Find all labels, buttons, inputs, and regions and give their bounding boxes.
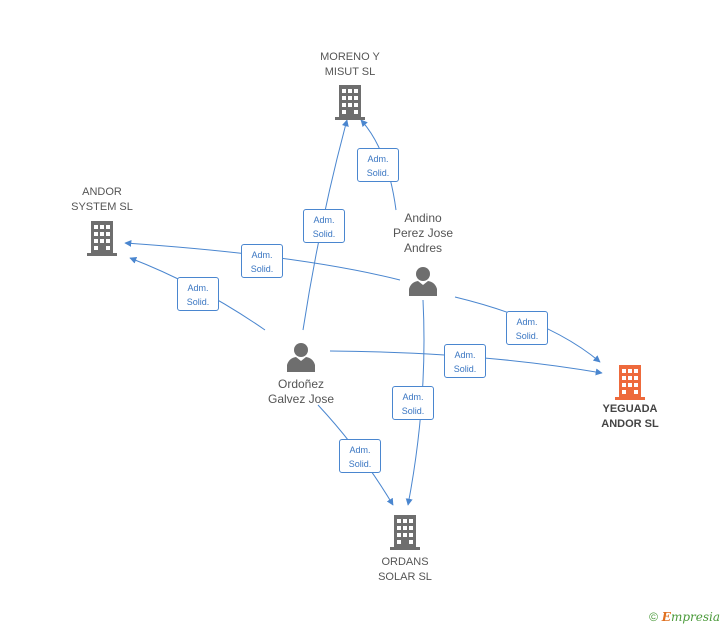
edge-label-andino-andor[interactable]: Adm. Solid.	[241, 244, 283, 278]
person-icon	[287, 343, 315, 372]
node-andino[interactable]: Andino Perez Jose Andres	[378, 211, 468, 296]
building-icon	[87, 221, 117, 256]
building-icon	[390, 515, 420, 550]
node-moreno[interactable]: MORENO Y MISUT SL	[300, 50, 400, 121]
edge-label-ordonez-moreno[interactable]: Adm. Solid.	[303, 209, 345, 243]
node-yeguada[interactable]: YEGUADA ANDOR SL	[585, 363, 675, 432]
node-label: ORDANS SOLAR SL	[378, 556, 432, 583]
node-label: MORENO Y MISUT SL	[320, 51, 380, 78]
edge-label-andino-moreno[interactable]: Adm. Solid.	[357, 148, 399, 182]
edge-label-andino-ordans[interactable]: Adm. Solid.	[392, 386, 434, 420]
building-icon	[335, 85, 365, 120]
edge-label-ordonez-yeguada[interactable]: Adm. Solid.	[444, 344, 486, 378]
person-icon	[409, 267, 437, 296]
node-label: Ordoñez Galvez Jose	[267, 377, 335, 406]
brand-name: mpresia	[670, 610, 720, 624]
node-ordonez[interactable]: Ordoñez Galvez Jose	[253, 342, 349, 407]
brand-first-letter: E	[661, 610, 671, 624]
edge-label-ordonez-andor[interactable]: Adm. Solid.	[177, 277, 219, 311]
brand-logo: © Empresia	[649, 610, 720, 624]
copyright-icon: ©	[649, 610, 658, 624]
node-ordans[interactable]: ORDANS SOLAR SL	[360, 513, 450, 585]
edge-label-ordonez-ordans[interactable]: Adm. Solid.	[339, 439, 381, 473]
node-label: YEGUADA ANDOR SL	[601, 403, 659, 430]
node-label: ANDOR SYSTEM SL	[71, 186, 133, 213]
node-label: Andino Perez Jose Andres	[392, 211, 454, 255]
node-andor-system[interactable]: ANDOR SYSTEM SL	[50, 185, 154, 257]
building-icon	[615, 365, 645, 400]
edge-label-andino-yeguada[interactable]: Adm. Solid.	[506, 311, 548, 345]
